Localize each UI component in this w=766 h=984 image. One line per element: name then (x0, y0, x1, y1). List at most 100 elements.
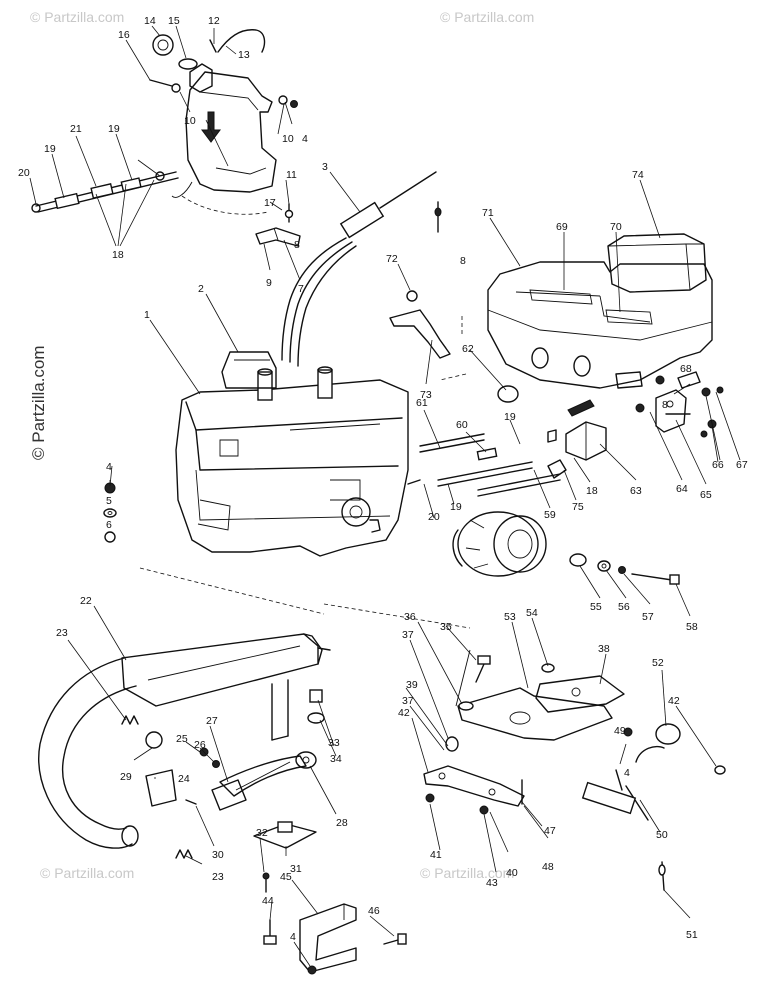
callout-56: 56 (618, 601, 630, 613)
callout-2: 2 (198, 283, 204, 295)
fuel-pump (565, 399, 607, 461)
callout-48: 48 (542, 861, 554, 873)
callout-69: 69 (556, 221, 568, 233)
engine (175, 351, 409, 557)
tank-bracket (255, 227, 301, 247)
grommet (406, 290, 418, 302)
callout-18-left: 18 (112, 249, 124, 261)
callout-41: 41 (430, 849, 442, 861)
exhaust-grommet (145, 731, 163, 749)
callout-27: 27 (206, 715, 218, 727)
callout-10-right: 10 (282, 133, 294, 145)
callout-59: 59 (544, 509, 556, 521)
callout-33: 33 (328, 737, 340, 749)
filler-cap (152, 34, 174, 56)
tank-strap-nut (434, 207, 442, 217)
throttle-cable (281, 171, 437, 367)
callout-61: 61 (416, 397, 428, 409)
watermark-top-left: © Partzilla.com (30, 9, 124, 25)
callout-6: 6 (106, 519, 112, 531)
nut-54 (541, 663, 555, 673)
callout-53: 53 (504, 611, 516, 623)
callout-42-left: 42 (398, 707, 410, 719)
watermark-top-center: © Partzilla.com (440, 9, 534, 25)
callout-23-upper: 23 (56, 627, 68, 639)
tool-box (607, 233, 707, 293)
exhaust-pipe (38, 657, 139, 849)
callout-12: 12 (208, 15, 220, 27)
callout-32: 32 (256, 827, 268, 839)
oil-tank (171, 63, 277, 198)
callout-7: 7 (298, 283, 304, 295)
callout-5: 5 (106, 495, 112, 507)
mount-plate-31 (253, 821, 317, 849)
callout-72: 72 (386, 253, 398, 265)
callout-22: 22 (80, 595, 92, 607)
callout-37-upper: 37 (402, 629, 414, 641)
callout-63: 63 (630, 485, 642, 497)
vent-hose (217, 29, 266, 53)
drive-clutch (452, 511, 547, 577)
callout-60: 60 (456, 419, 468, 431)
callout-25: 25 (176, 733, 188, 745)
bolt-35 (475, 655, 491, 683)
callout-39: 39 (406, 679, 418, 691)
tank-grommet-large (497, 385, 519, 403)
callout-43: 43 (486, 877, 498, 889)
callout-44: 44 (262, 895, 274, 907)
callout-14: 14 (144, 15, 156, 27)
nut-4-bottom (307, 965, 317, 975)
callout-23-lower: 23 (212, 871, 224, 883)
callout-37-lower: 37 (402, 695, 414, 707)
check-valve (547, 459, 567, 479)
callout-57: 57 (642, 611, 654, 623)
callout-64: 64 (676, 483, 688, 495)
exhaust-clip (185, 799, 197, 805)
callout-35: 35 (440, 621, 452, 633)
leader-lines (29, 25, 741, 967)
callout-71: 71 (482, 207, 494, 219)
exhaust-spring-lower (175, 849, 193, 859)
callout-54: 54 (526, 607, 538, 619)
callout-26: 26 (194, 739, 206, 751)
ref-line-5 (181, 195, 269, 215)
callout-4-pump: 4 (624, 767, 630, 779)
oil-line-assembly (31, 159, 179, 213)
spacers-33-34 (307, 689, 325, 724)
callout-20-mid: 20 (428, 511, 440, 523)
ref-line-4 (439, 373, 467, 381)
watermark-vertical: © Partzilla.com (29, 345, 48, 460)
callout-8-strap: 8 (460, 255, 466, 267)
callout-51: 51 (686, 929, 698, 941)
bushing-37 (445, 736, 459, 752)
bolt-44 (263, 919, 277, 945)
tank-bolt (149, 79, 181, 93)
callout-28: 28 (336, 817, 348, 829)
tank-washers (278, 95, 298, 108)
bolt-46 (383, 933, 407, 945)
exhaust-bracket (145, 769, 177, 807)
lower-bracket-45 (299, 903, 357, 973)
callout-30: 30 (212, 849, 224, 861)
clutch-bolt-stack (569, 553, 680, 585)
oil-pump-hardware (581, 727, 666, 891)
watermark-bottom-center: © Partzilla.com (420, 865, 514, 881)
callout-13: 13 (238, 49, 250, 61)
stud-32-nut (262, 872, 270, 880)
callout-21: 21 (70, 123, 82, 135)
callout-8-rear: 8 (662, 399, 668, 411)
vent-clip (209, 39, 217, 53)
watermark-bottom-left: © Partzilla.com (40, 865, 134, 881)
callout-74: 74 (632, 169, 644, 181)
callout-1: 1 (144, 309, 150, 321)
callout-45: 45 (280, 871, 292, 883)
callout-19-left-a: 19 (44, 143, 56, 155)
callout-34: 34 (330, 753, 342, 765)
muffler (121, 633, 331, 707)
callout-4-mount: 4 (106, 461, 112, 473)
fuel-tank-bracket (389, 309, 451, 359)
callout-55: 55 (590, 601, 602, 613)
callout-42-right: 42 (668, 695, 680, 707)
callout-4-bottom: 4 (290, 931, 296, 943)
